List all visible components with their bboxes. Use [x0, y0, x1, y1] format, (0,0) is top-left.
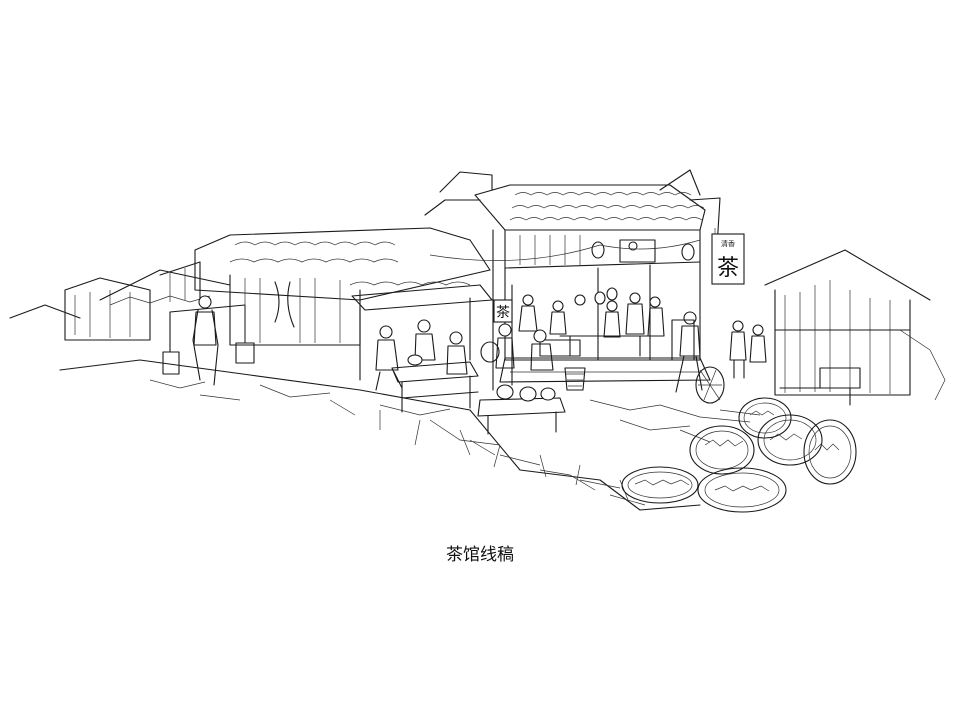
pillar-tea-sign-group: 茶 [492, 229, 513, 391]
outdoor-patrons [375, 319, 586, 435]
right-street-figures [729, 320, 767, 379]
hanging-tea-sign-group: 清香 茶 [711, 228, 745, 285]
hanging-sign-large-text: 茶 [717, 256, 739, 281]
distant-houses-left [9, 261, 231, 341]
interior-patrons [518, 292, 665, 357]
walking-porter [671, 311, 725, 404]
overhead-lines [429, 239, 701, 261]
slide-caption: 茶馆线稿 [446, 545, 514, 565]
main-teahouse-building [424, 169, 721, 383]
outdoor-awning [351, 284, 493, 381]
pillar-tea-sign: 茶 [496, 305, 510, 321]
porter-figure [162, 295, 255, 386]
teahouse-sketch-illustration: 茶 清香 茶 [9, 169, 946, 513]
drying-baskets [621, 397, 857, 513]
right-wooden-house [764, 249, 946, 406]
stone-roof-house [194, 227, 491, 346]
hanging-sign-small-text: 清香 [721, 239, 735, 248]
stone-pavement [59, 359, 761, 511]
